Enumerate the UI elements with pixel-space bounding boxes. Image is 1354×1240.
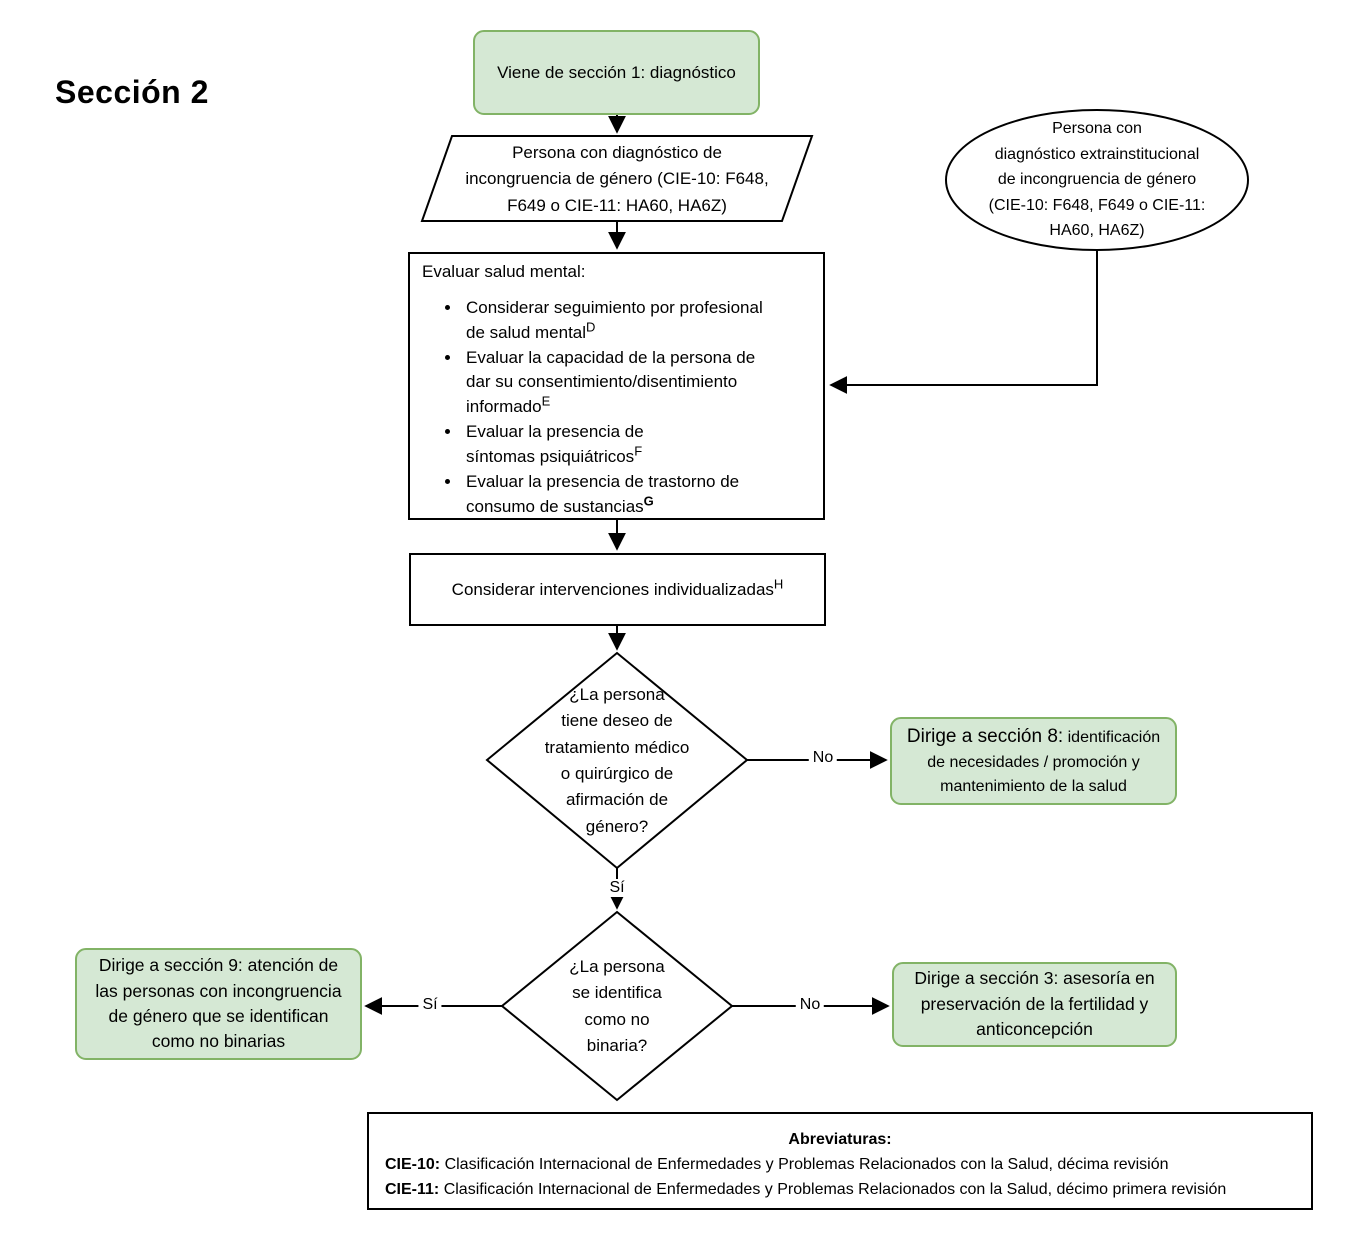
section9-label: Dirige a sección 9: atención de las pers… [95,955,342,1052]
section8-rest: identificación de necesidades / promoció… [927,728,1161,796]
external-diagnosis-ellipse-shape [945,109,1249,251]
interventions-text: Considerar intervenciones individualizad… [451,579,774,599]
evaluate-item-text: Considerar seguimiento por profesional d… [466,298,763,342]
edge-label-nonbinary-no: No [795,996,825,1014]
treatment-decision-label: ¿La persona tiene deseo de tratamiento m… [544,685,690,836]
footnote-ref: G [643,492,654,508]
section3-label: Dirige a sección 3: asesoría en preserva… [914,968,1155,1040]
treatment-decision-diamond-shape [485,651,749,870]
evaluate-item-text: Evaluar la presencia de síntomas psiquiá… [466,422,644,466]
evaluate-item: Evaluar la presencia de trastorno de con… [462,470,811,520]
evaluate-mental-health-node: Evaluar salud mental: Considerar seguimi… [408,252,825,520]
footnote-ref: H [773,575,784,591]
evaluate-item: Considerar seguimiento por profesional d… [462,296,811,346]
footnote-ref: E [541,393,551,409]
abbreviations-box: Abreviaturas: CIE-10: Clasificación Inte… [367,1112,1313,1210]
start-node-label: Viene de sección 1: diagnóstico [497,62,736,82]
abbreviation-label: CIE-10: [385,1155,441,1173]
evaluate-item-list: Considerar seguimiento por profesional d… [422,296,811,519]
section3-node: Dirige a sección 3: asesoría en preserva… [892,962,1177,1047]
start-node: Viene de sección 1: diagnóstico [473,30,760,115]
edge-label-treatment-yes: Sí [605,879,629,897]
page-title: Sección 2 [55,74,209,110]
nonbinary-decision-label: ¿La persona se identifica como no binari… [569,957,665,1056]
abbreviation-cie11: CIE-11: Clasificación Internacional de E… [385,1178,1295,1203]
evaluate-item-text: Evaluar la capacidad de la persona de da… [466,347,756,417]
footnote-ref: F [634,443,643,459]
section8-node: Dirige a sección 8: identificación de ne… [890,717,1177,805]
evaluate-item-text: Evaluar la presencia de trastorno de con… [466,471,740,516]
section8-label: Dirige a sección 8: identificación de ne… [907,723,1160,800]
diagnosis-node-label: Persona con diagnóstico de incongruencia… [465,143,769,215]
section8-prefix: Dirige a sección 8: [906,725,1064,747]
abbreviation-label: CIE-11: [385,1180,440,1198]
abbreviation-text: Clasificación Internacional de Enfermeda… [440,1155,1169,1173]
diagnosis-parallelogram-shape [420,135,814,222]
evaluate-heading: Evaluar salud mental: [422,262,586,281]
edge-external-to-evaluate [829,250,1098,394]
abbreviation-text: Clasificación Internacional de Enfermeda… [439,1180,1227,1198]
footnote-ref: D [586,319,596,335]
section9-node: Dirige a sección 9: atención de las pers… [75,948,362,1060]
abbreviation-cie10: CIE-10: Clasificación Internacional de E… [385,1153,1295,1178]
interventions-label: Considerar intervenciones individualizad… [451,577,784,600]
external-diagnosis-node-label: Persona con diagnóstico extrainstitucion… [988,120,1206,240]
interventions-node: Considerar intervenciones individualizad… [409,553,826,626]
abbreviations-heading: Abreviaturas: [788,1131,892,1148]
evaluate-item: Evaluar la capacidad de la persona de da… [462,346,811,420]
nonbinary-decision-diamond-shape [500,910,734,1102]
edge-label-treatment-no: No [808,749,838,767]
evaluate-item: Evaluar la presencia de síntomas psiquiá… [462,420,811,470]
edge-label-nonbinary-yes: Sí [418,996,442,1014]
